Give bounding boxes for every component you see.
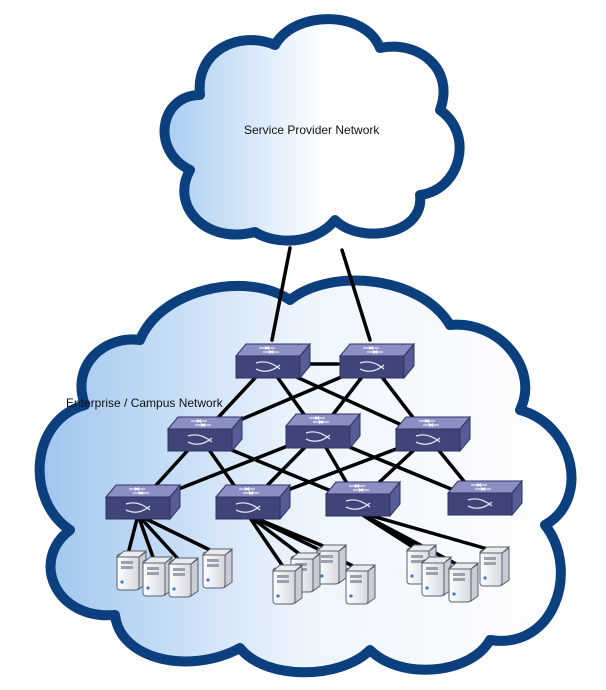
server-icon bbox=[447, 562, 480, 603]
access-switch bbox=[324, 480, 402, 518]
server-icon bbox=[167, 557, 200, 598]
access-switch bbox=[104, 483, 182, 521]
server-icon bbox=[115, 550, 148, 591]
server-link-line bbox=[136, 513, 182, 563]
core-switch bbox=[338, 342, 416, 380]
server-link-line bbox=[126, 513, 140, 556]
distribution-switch bbox=[166, 415, 244, 453]
server-icon bbox=[478, 546, 511, 587]
server-link-line bbox=[356, 510, 493, 552]
server-icon bbox=[315, 544, 348, 585]
server-link-line bbox=[136, 513, 216, 554]
switch-arrows-icon bbox=[363, 346, 383, 354]
core-switch bbox=[234, 342, 312, 380]
server-icon bbox=[271, 564, 304, 605]
enterprise-label: Enterprise / Campus Network bbox=[66, 396, 223, 410]
uplink-line bbox=[270, 246, 292, 342]
access-switch bbox=[446, 479, 524, 517]
service-provider-label: Service Provider Network bbox=[244, 123, 380, 137]
switch-arrows-icon bbox=[129, 487, 149, 495]
server-icon bbox=[201, 548, 234, 589]
switch-arrows-icon bbox=[259, 346, 279, 354]
server-icon bbox=[344, 564, 377, 605]
access-switch bbox=[214, 483, 292, 521]
distribution-switch bbox=[284, 412, 362, 450]
switch-arrows-icon bbox=[309, 416, 329, 424]
switch-arrows-icon bbox=[471, 483, 491, 491]
server-icon bbox=[141, 556, 174, 597]
switch-arrows-icon bbox=[191, 419, 211, 427]
network-devices bbox=[104, 342, 524, 605]
distribution-switch bbox=[394, 415, 472, 453]
switch-arrows-icon bbox=[419, 419, 439, 427]
switch-arrows-icon bbox=[239, 487, 259, 495]
server-link-line bbox=[136, 513, 156, 562]
server-link-line bbox=[246, 513, 286, 570]
switch-arrows-icon bbox=[349, 484, 369, 492]
server-link-line bbox=[246, 513, 304, 558]
enterprise-cloud bbox=[34, 275, 577, 678]
uplink-line bbox=[340, 248, 372, 342]
service-provider-cloud bbox=[159, 14, 465, 246]
server-icon bbox=[420, 556, 453, 597]
